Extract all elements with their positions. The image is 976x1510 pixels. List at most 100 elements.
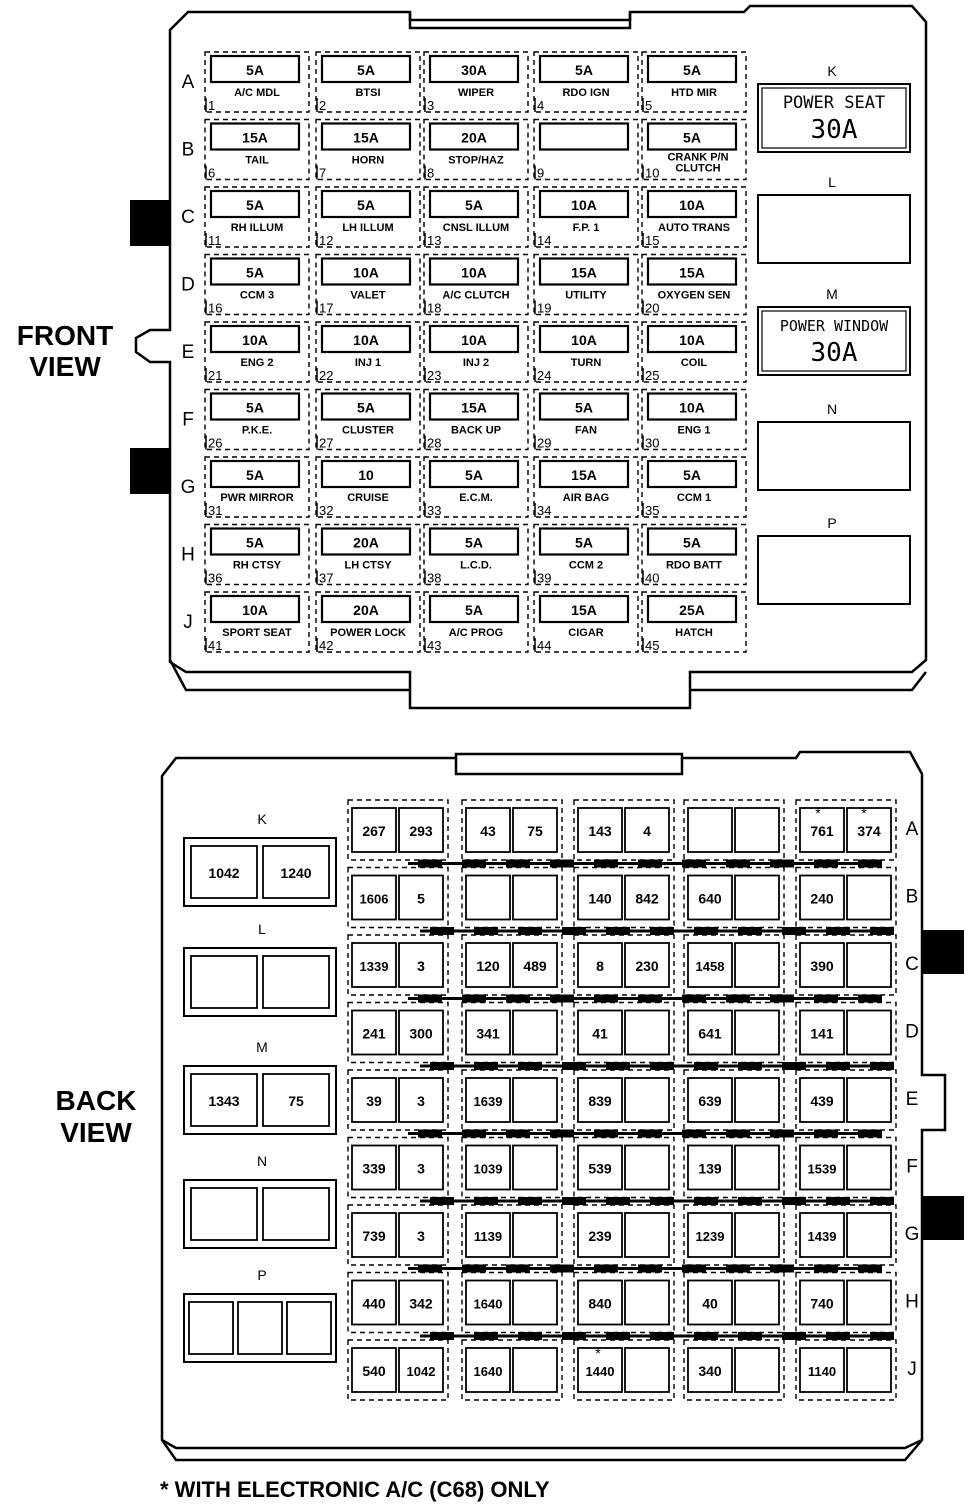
bus-bar-tab xyxy=(650,1332,674,1340)
terminal-box xyxy=(351,1077,397,1123)
bus-bar-tab xyxy=(550,994,574,1003)
fuse-cavity xyxy=(533,118,639,181)
back-cavity-j-4: 340 xyxy=(683,1339,785,1401)
breaker-terminal xyxy=(262,1073,330,1127)
fuse-body xyxy=(209,54,301,84)
fuse-number: 26 xyxy=(208,436,222,451)
fuse-amperage: 5A xyxy=(683,62,701,78)
fuse-body xyxy=(428,189,520,219)
bus-bar-tab xyxy=(814,1129,838,1138)
bus-bar-tab xyxy=(870,927,894,935)
fuse-label: ENG 1 xyxy=(677,425,710,437)
front-view-title-1: FRONT xyxy=(17,320,113,351)
fuse-amperage: 5A xyxy=(465,602,483,618)
fuse-cavity xyxy=(315,388,421,451)
fuse-cavity xyxy=(533,321,639,383)
terminal-box xyxy=(465,942,511,988)
fuse-amperage: 5A xyxy=(246,62,264,78)
terminal-box xyxy=(624,1144,670,1191)
terminal-box xyxy=(846,807,892,853)
bus-bar-tab xyxy=(418,1129,442,1138)
back-row-label-f: F xyxy=(906,1157,918,1178)
front-row-label-j: J xyxy=(183,612,193,633)
back-cavity-c-4: 1458 xyxy=(683,934,785,996)
fuse-label: TAIL xyxy=(245,155,269,167)
bus-bar xyxy=(408,859,882,868)
terminal-box xyxy=(687,807,733,853)
fuse-cavity xyxy=(641,388,747,451)
terminal-box xyxy=(624,1077,670,1123)
fuse-label: CCM 1 xyxy=(677,492,711,504)
fuse-cavity xyxy=(423,321,529,383)
breaker-letter: M xyxy=(256,1039,268,1055)
terminal-box xyxy=(465,1009,511,1056)
fuse-amperage: 10A xyxy=(679,197,705,213)
bus-bar xyxy=(408,994,882,1003)
bus-bar-tab xyxy=(826,1332,850,1340)
circuit-number: 3 xyxy=(417,1093,425,1109)
fuse-number: 41 xyxy=(208,638,222,653)
bus-bar-tab xyxy=(562,1062,586,1070)
fuse-26: 5AP.K.E.26 xyxy=(204,388,310,451)
terminal-box xyxy=(846,942,892,988)
fuse-number: 40 xyxy=(645,571,659,586)
bus-bar-tab xyxy=(506,994,530,1003)
fuse-number: 13 xyxy=(427,233,441,248)
fuse-label: BTSI xyxy=(355,87,380,99)
circuit-number: 1606 xyxy=(360,892,389,907)
terminal-box xyxy=(687,1212,733,1258)
terminal-box xyxy=(624,1212,670,1258)
bus-bar-tab xyxy=(870,1197,894,1205)
circuit-number: 1139 xyxy=(474,1229,502,1244)
bus-bar-tab xyxy=(474,927,498,935)
fuse-body xyxy=(320,54,412,84)
circuit-number: 339 xyxy=(362,1161,386,1177)
fuse-cavity xyxy=(423,456,529,518)
bus-bar-tab xyxy=(826,1197,850,1205)
fuse-amperage: 5A xyxy=(246,400,264,416)
fuse-cavity xyxy=(423,186,529,248)
fuse-cavity xyxy=(423,523,529,586)
terminal-box xyxy=(734,942,780,988)
terminal-box xyxy=(846,1212,892,1258)
back-cavity-b-2 xyxy=(461,866,563,929)
fuse-label: A/C PROG xyxy=(449,627,503,639)
bus-bar-tab xyxy=(562,1332,586,1340)
fuse-cavity xyxy=(204,186,310,248)
terminal-box xyxy=(512,1009,558,1056)
fuse-body xyxy=(320,459,412,489)
fuse-cavity xyxy=(641,51,747,113)
bus-bar-tab xyxy=(770,859,794,868)
back-cavity-e-3: 839 xyxy=(573,1069,675,1131)
fuse-number: 27 xyxy=(319,436,333,451)
back-cavity-d-3: 41 xyxy=(573,1001,675,1064)
fuse-cavity xyxy=(204,591,310,653)
bus-bar-tab xyxy=(858,1264,882,1273)
fuse-number: 30 xyxy=(645,436,659,451)
circuit-number: 300 xyxy=(409,1026,433,1042)
bus-bar-tab xyxy=(726,1264,750,1273)
cavity-outline xyxy=(683,1271,785,1334)
fuse-label: OXYGEN SEN xyxy=(658,290,731,302)
fuse-cavity xyxy=(641,186,747,248)
fuse-number: 31 xyxy=(208,503,222,518)
terminal-box xyxy=(398,1347,444,1393)
circuit-number: 4 xyxy=(643,823,651,839)
fuse-cavity xyxy=(315,321,421,383)
bus-bar xyxy=(408,1129,882,1138)
bus-bar-tab xyxy=(870,1062,894,1070)
cavity-outline xyxy=(347,934,449,996)
cavity-outline xyxy=(461,1271,563,1334)
